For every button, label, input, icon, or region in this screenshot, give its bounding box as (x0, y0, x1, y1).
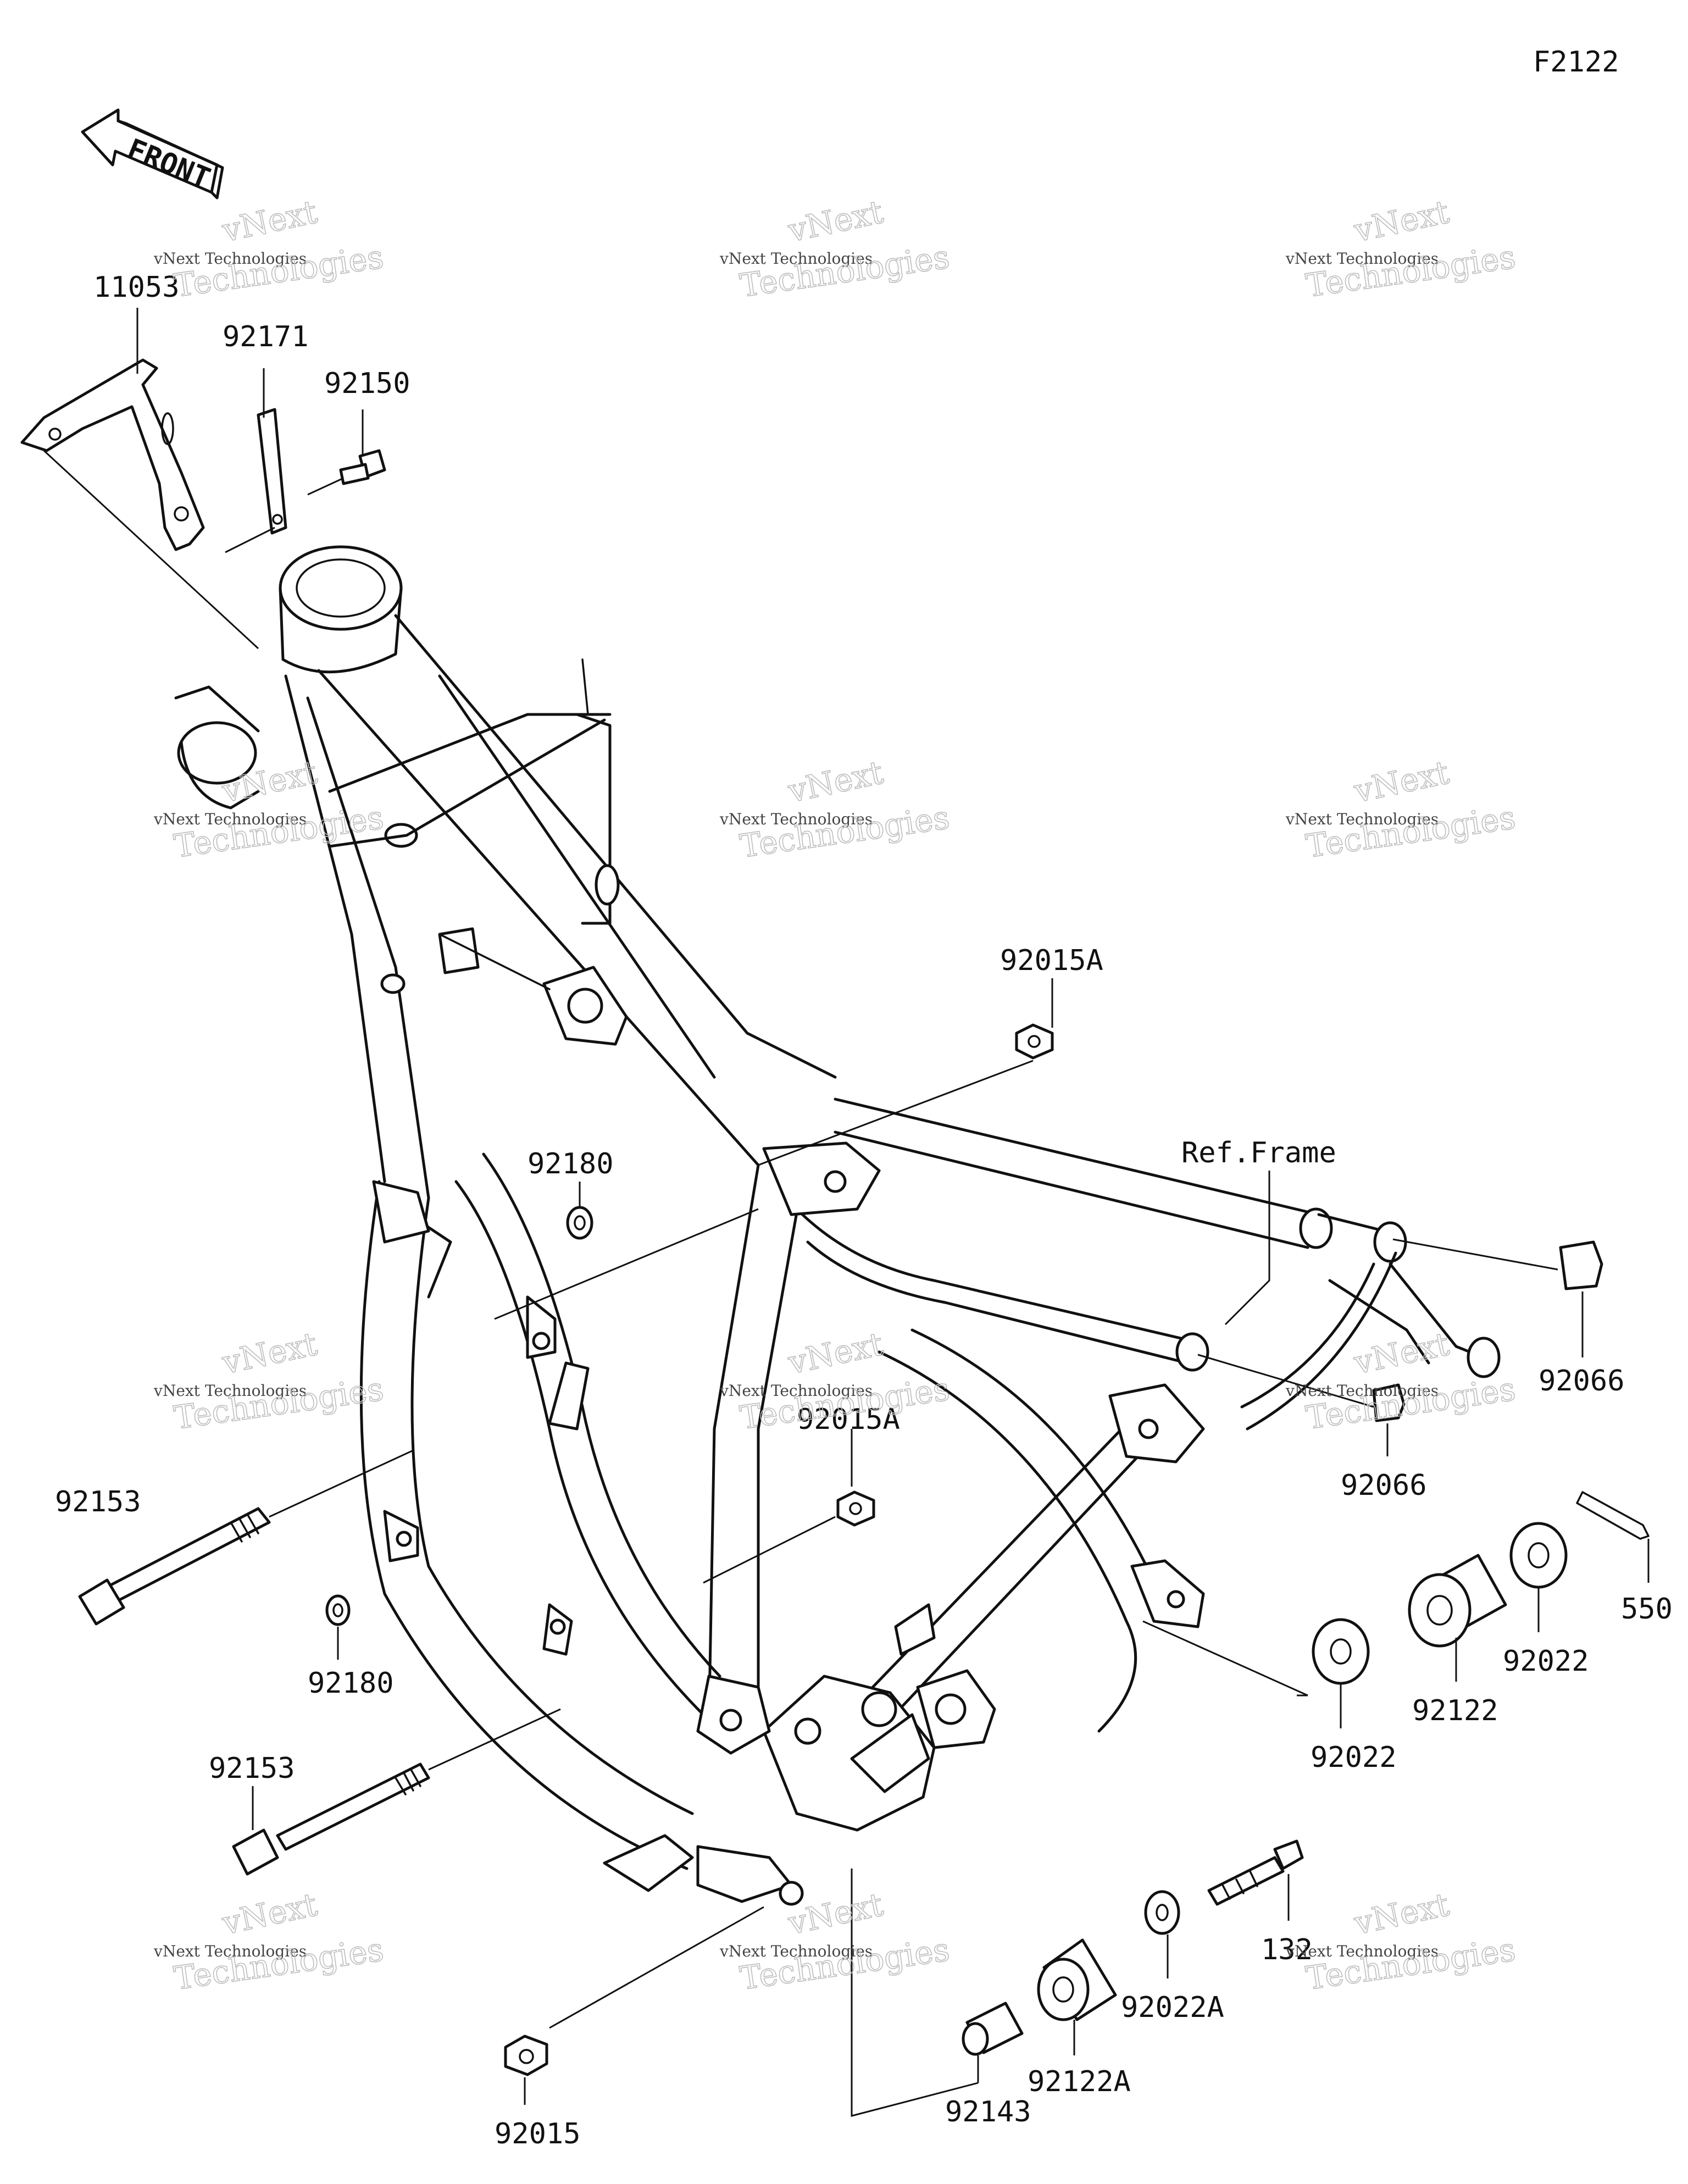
bolt-132 (1207, 1839, 1304, 1906)
label-92122A[interactable]: 92122A (1028, 2065, 1131, 2098)
watermark-caption: vNext Technologies (1285, 250, 1439, 268)
washer-92022-right (1509, 1522, 1568, 1589)
watermark-tagline: Technologies (171, 799, 386, 865)
collar-92143 (962, 2002, 1024, 2056)
watermark-tagline: Technologies (1303, 238, 1518, 304)
watermark-tagline: Technologies (171, 1931, 386, 1997)
label-550[interactable]: 550 (1621, 1593, 1673, 1626)
label-92015[interactable]: 92015 (495, 2118, 581, 2150)
nut-92015 (504, 2035, 548, 2076)
part-labels: 11053 92171 92150 92015A 92180 Ref.Frame… (55, 271, 1673, 2150)
cotter-pin-550 (1576, 1491, 1650, 1540)
cap-92066-right (1559, 1240, 1603, 1290)
bolt-92153-bottom (232, 1762, 430, 1876)
watermark-tagline: Technologies (1303, 799, 1518, 865)
watermark-caption: vNext Technologies (719, 1942, 873, 1960)
nut-92015A-top (1015, 1023, 1054, 1060)
watermark-caption: vNext Technologies (719, 1382, 873, 1400)
label-92150[interactable]: 92150 (324, 367, 410, 400)
ref-frame-label: Ref.Frame (1181, 1137, 1336, 1169)
spacer-92122A (1037, 1938, 1117, 2021)
watermark-caption: vNext Technologies (1285, 810, 1439, 828)
watermark-caption: vNext Technologies (153, 1382, 307, 1400)
watermark-tagline: Technologies (737, 799, 952, 865)
label-92180-bottom[interactable]: 92180 (308, 1667, 394, 1700)
watermark-brand: vNext (1351, 193, 1452, 250)
label-92171[interactable]: 92171 (223, 320, 309, 353)
watermark-caption: vNext Technologies (153, 1942, 307, 1960)
front-arrow-icon: FRONT (81, 108, 224, 199)
watermark-brand: vNext (785, 1325, 886, 1382)
watermark-brand: vNext (219, 1886, 320, 1942)
label-92015A-top[interactable]: 92015A (1000, 944, 1103, 977)
label-92180-top[interactable]: 92180 (528, 1148, 614, 1180)
bolt-92150 (339, 449, 386, 485)
watermark-tagline: Technologies (171, 1370, 386, 1437)
label-132[interactable]: 132 (1261, 1933, 1313, 1966)
diagram-code: F2122 (1533, 46, 1619, 79)
label-92122[interactable]: 92122 (1412, 1694, 1498, 1727)
watermark-tagline: Technologies (1303, 1931, 1518, 1997)
label-92022-right[interactable]: 92022 (1503, 1645, 1589, 1678)
label-92022A[interactable]: 92022A (1121, 1991, 1224, 2024)
spacer-92122 (1408, 1554, 1507, 1648)
watermark-tagline: Technologies (171, 238, 386, 304)
washer-92180-bottom (325, 1594, 351, 1626)
watermark-tagline: Technologies (1303, 1370, 1518, 1437)
washer-92180-top (566, 1206, 593, 1240)
label-92153-bottom[interactable]: 92153 (209, 1752, 295, 1785)
watermark-caption: vNext Technologies (153, 810, 307, 828)
washer-92022-left (1312, 1618, 1370, 1685)
watermark-brand: vNext (785, 193, 886, 250)
label-92015A-mid[interactable]: 92015A (797, 1403, 900, 1436)
watermark-tagline: Technologies (737, 1931, 952, 1997)
label-92022-left[interactable]: 92022 (1311, 1741, 1397, 1774)
watermark-caption: vNext Technologies (719, 250, 873, 268)
label-11053[interactable]: 11053 (93, 271, 180, 304)
cap-92066-mid (1372, 1383, 1406, 1422)
watermark-brand: vNext (1351, 753, 1452, 810)
watermark-brand: vNext (1351, 1325, 1452, 1382)
bracket-11053 (20, 358, 205, 551)
watermark-brand: vNext (219, 193, 320, 250)
watermark-caption: vNext Technologies (1285, 1382, 1439, 1400)
watermark-caption: vNext Technologies (153, 250, 307, 268)
strap-92171 (257, 408, 287, 535)
nut-92015A-mid (836, 1490, 875, 1527)
motorcycle-frame (174, 545, 1501, 1906)
label-92153-top[interactable]: 92153 (55, 1485, 141, 1518)
watermark-brand: vNext (219, 1325, 320, 1382)
watermark-tagline: Technologies (737, 238, 952, 304)
watermark-caption: vNext Technologies (1285, 1942, 1439, 1960)
watermark-caption: vNext Technologies (719, 810, 873, 828)
bolt-92153-top (78, 1507, 271, 1626)
label-92066-mid[interactable]: 92066 (1341, 1469, 1427, 1502)
label-92143[interactable]: 92143 (945, 2096, 1031, 2128)
washer-92022A (1144, 1890, 1180, 1935)
watermark-brand: vNext (1351, 1886, 1452, 1942)
watermark-brand: vNext (785, 753, 886, 810)
label-92066-right[interactable]: 92066 (1539, 1365, 1625, 1398)
leader-lines (43, 308, 1650, 2117)
